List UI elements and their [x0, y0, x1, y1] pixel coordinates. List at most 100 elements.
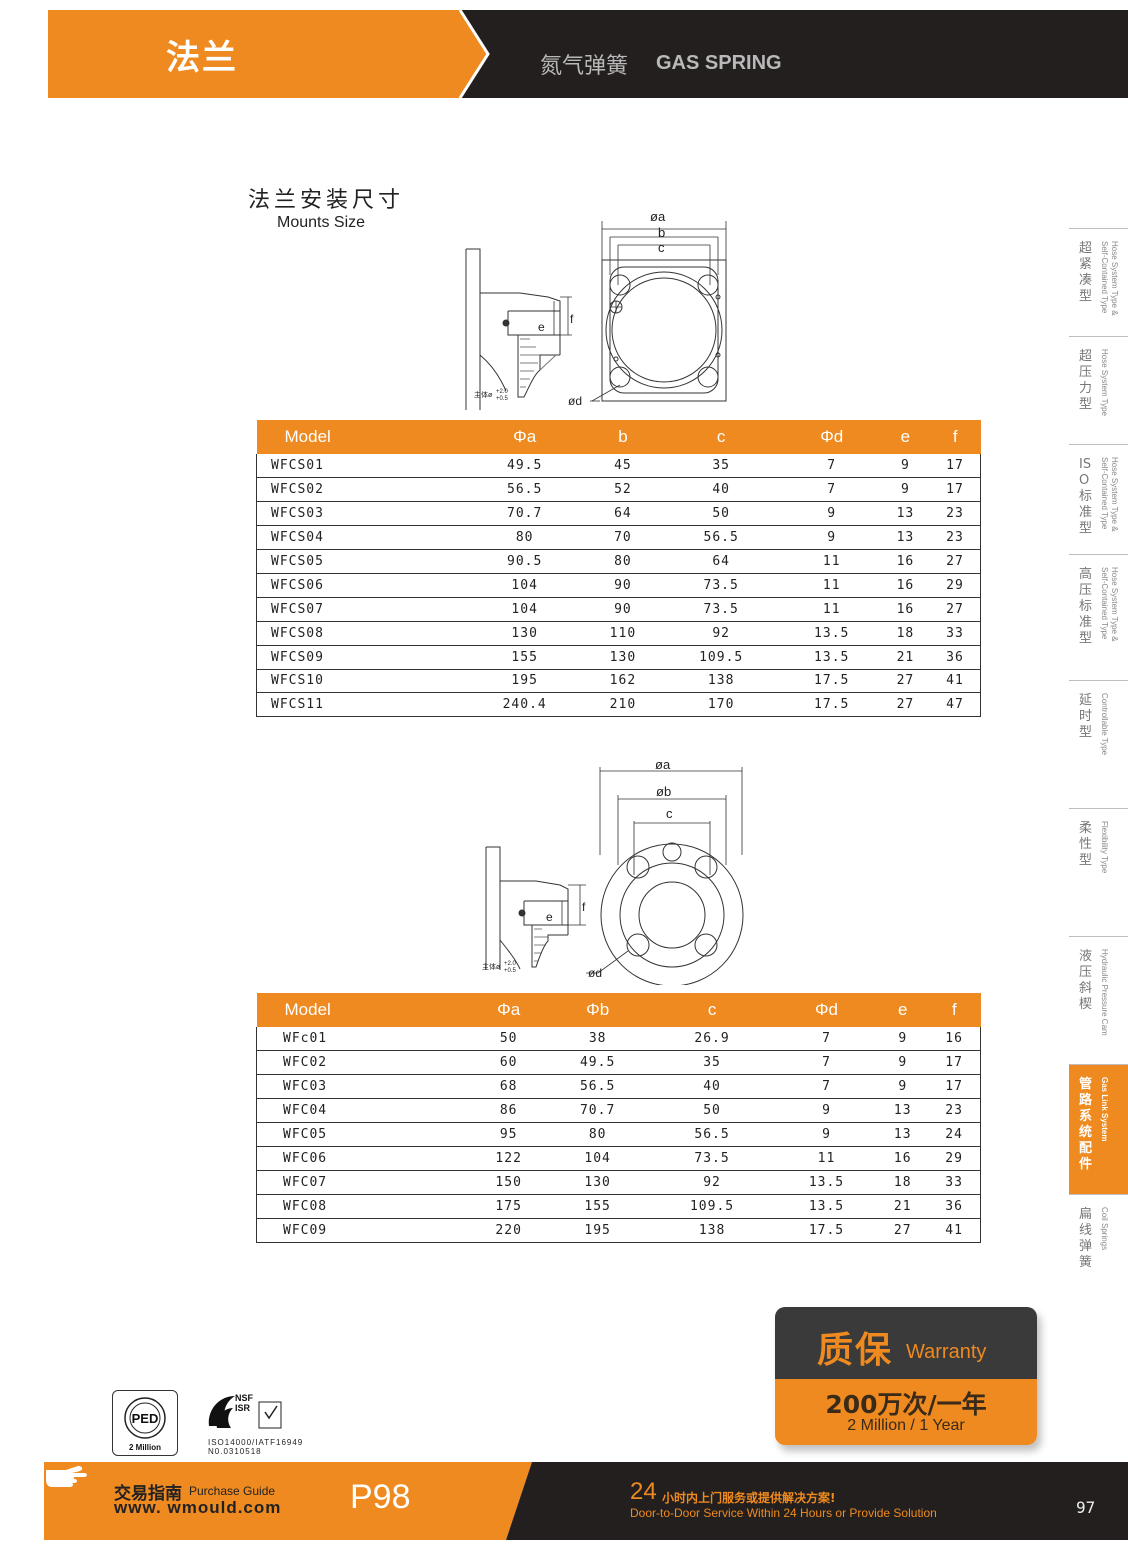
- side-tab-label-en: Hydraulic Pressure Cam: [1100, 949, 1109, 1036]
- isr-text: ISR: [235, 1403, 251, 1413]
- warranty-title-en: Warranty: [906, 1341, 987, 1363]
- value-cell: 13.5: [782, 645, 881, 670]
- col-header: Φd: [775, 993, 878, 1027]
- section-title-en: Mounts Size: [277, 214, 366, 231]
- value-cell: 80: [586, 549, 660, 574]
- value-cell: 33: [929, 621, 981, 646]
- model-cell: WFC09: [255, 1218, 471, 1243]
- value-cell: 27: [880, 669, 930, 694]
- value-cell: 38: [546, 1027, 649, 1052]
- value-cell: 35: [648, 1050, 776, 1076]
- section-title-zh: 法兰安装尺寸: [248, 188, 405, 213]
- dim-d-label: ød: [588, 966, 602, 980]
- dim-e-label: e: [546, 910, 553, 924]
- value-cell: 11: [782, 549, 881, 574]
- tolerance-upper: +2.0: [496, 389, 509, 395]
- model-cell: WFC08: [255, 1194, 471, 1219]
- model-cell: WFCS06: [256, 573, 464, 598]
- value-cell: 7: [775, 1027, 878, 1052]
- col-header: e: [877, 993, 929, 1027]
- value-cell: 80: [546, 1122, 649, 1147]
- side-tab-label-en: Hose System Type & Self-Contained Type: [1100, 567, 1119, 642]
- value-cell: 90.5: [463, 549, 587, 574]
- side-tab-label-zh: 柔性型: [1079, 821, 1093, 868]
- side-tab-label-en: Hose System Type & Self-Contained Type: [1100, 457, 1119, 532]
- value-cell: 16: [880, 573, 930, 598]
- value-cell: 17: [929, 454, 981, 479]
- square-flange-drawing: øa b c ød e f 主体ø +2.0 +0.5: [465, 209, 727, 410]
- value-cell: 90: [586, 573, 660, 598]
- value-cell: 195: [463, 669, 587, 694]
- dim-a-label: øa: [650, 209, 666, 224]
- model-cell: WFCS07: [256, 597, 464, 622]
- model-cell: WFCS05: [256, 549, 464, 574]
- value-cell: 40: [648, 1074, 776, 1100]
- value-cell: 49.5: [546, 1050, 649, 1076]
- model-cell: WFC07: [255, 1170, 471, 1195]
- value-cell: 130: [546, 1170, 649, 1195]
- value-cell: 104: [463, 573, 587, 598]
- col-header: Φa: [470, 993, 547, 1027]
- value-cell: 109.5: [659, 645, 783, 670]
- value-cell: 9: [877, 1050, 929, 1076]
- value-cell: 155: [546, 1194, 649, 1219]
- value-cell: 73.5: [659, 573, 783, 598]
- model-cell: WFCS03: [256, 501, 464, 527]
- col-header: Φa: [463, 420, 587, 454]
- value-cell: 122: [470, 1146, 547, 1171]
- col-header: Φd: [782, 420, 881, 454]
- value-cell: 13.5: [775, 1194, 878, 1219]
- value-cell: 130: [463, 621, 587, 646]
- value-cell: 18: [877, 1170, 929, 1195]
- website-link[interactable]: www. wmould.com: [114, 1498, 282, 1517]
- value-cell: 9: [782, 525, 881, 551]
- service-hours: 24: [630, 1478, 657, 1505]
- dim-b-label: øb: [656, 784, 671, 799]
- value-cell: 64: [586, 501, 660, 527]
- dim-f-label: f: [582, 900, 586, 914]
- value-cell: 17: [929, 477, 981, 503]
- warranty-value-en: 2 Million / 1 Year: [847, 1417, 965, 1434]
- value-cell: 47: [929, 692, 981, 718]
- value-cell: 7: [775, 1050, 878, 1076]
- value-cell: 24: [928, 1122, 982, 1147]
- ukas-mark-icon: [258, 1401, 282, 1429]
- dim-f-label: f: [570, 312, 574, 326]
- value-cell: 50: [648, 1098, 776, 1124]
- page-header: 法兰 氮气弹簧 GAS SPRING: [48, 10, 1128, 98]
- value-cell: 18: [880, 621, 930, 646]
- model-cell: WFC06: [255, 1146, 471, 1171]
- value-cell: 29: [928, 1146, 982, 1171]
- value-cell: 41: [929, 669, 981, 694]
- value-cell: 162: [586, 669, 660, 694]
- model-cell: WFCS01: [256, 454, 464, 479]
- value-cell: 7: [782, 454, 881, 479]
- tolerance-lower: +0.5: [496, 396, 509, 402]
- side-tab-label-en: Controllable Type: [1100, 693, 1109, 756]
- value-cell: 36: [929, 645, 981, 670]
- value-cell: 9: [775, 1098, 878, 1124]
- dim-a-label: øa: [655, 757, 671, 772]
- value-cell: 9: [877, 1027, 929, 1052]
- page-reference-link[interactable]: P98: [350, 1478, 411, 1516]
- value-cell: 16: [928, 1027, 982, 1052]
- round-flange-drawing: øa øb c ød e f 主体ø +2.0 +0.5: [482, 757, 744, 985]
- page-footer: 交易指南 Purchase Guide www. wmould.com P98 …: [44, 1462, 1128, 1540]
